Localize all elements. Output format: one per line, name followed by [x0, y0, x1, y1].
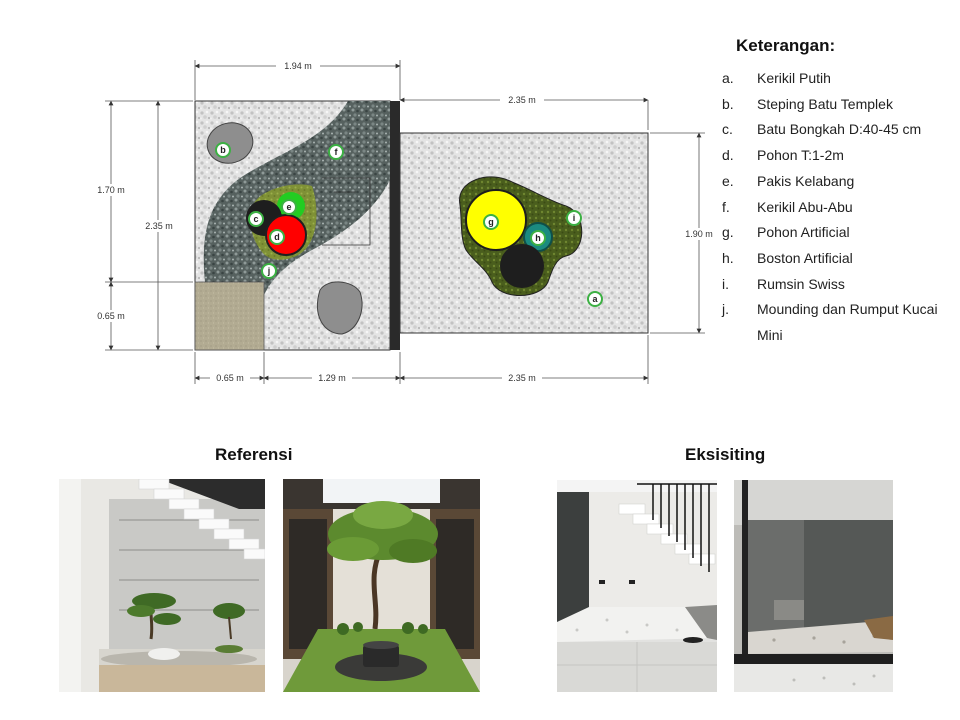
marker-i: i — [566, 210, 582, 226]
stepping-stone-lower — [316, 281, 363, 335]
svg-text:b: b — [220, 145, 226, 155]
legend-item: i.Rumsin Swiss — [722, 275, 845, 292]
legend-item: b.Steping Batu Templek — [722, 95, 893, 112]
marker-e: e — [281, 199, 297, 215]
right-garden — [399, 132, 649, 334]
dim-left-height-upper: 1.70 m — [97, 185, 125, 195]
boulder-right — [500, 244, 544, 288]
legend-panel: Keterangan: a.Kerikil Putih b.Steping Ba… — [722, 36, 952, 349]
legend-item: h.Boston Artificial — [722, 249, 853, 266]
reference-photo-courtyard — [283, 479, 480, 692]
dim-left-height-total: 2.35 m — [145, 221, 173, 231]
left-garden — [194, 100, 391, 351]
legend-item: f.Kerikil Abu-Abu — [722, 198, 853, 215]
existing-photo-glass-view — [734, 480, 893, 692]
legend-title: Keterangan: — [736, 36, 836, 55]
existing-photo-under-stairs — [557, 480, 717, 692]
dim-bottom-right: 2.35 m — [508, 373, 536, 383]
marker-a: a — [587, 291, 603, 307]
dim-bottom-mid: 1.29 m — [318, 373, 346, 383]
svg-text:a: a — [592, 294, 598, 304]
reference-heading: Referensi — [215, 445, 293, 464]
legend-item: c.Batu Bongkah D:40-45 cm — [722, 121, 922, 138]
plan-markers: a b c d e f g h i j — [215, 142, 603, 307]
svg-text:e: e — [286, 202, 291, 212]
existing-heading: Eksisiting — [685, 445, 766, 464]
svg-text:j: j — [267, 266, 271, 276]
svg-text:g: g — [488, 217, 494, 227]
svg-text:d: d — [274, 232, 280, 242]
marker-j: j — [261, 263, 277, 279]
dim-bottom-left: 0.65 m — [216, 373, 244, 383]
reference-photo-staircase-garden — [59, 479, 265, 692]
svg-text:i: i — [573, 213, 576, 223]
divider-wall — [390, 101, 400, 350]
tree-d — [265, 214, 307, 256]
marker-c: c — [248, 211, 264, 227]
dim-top-width: 1.94 m — [284, 61, 312, 71]
legend-item: d.Pohon T:1-2m — [722, 147, 844, 164]
dim-right-width-top: 2.35 m — [508, 95, 536, 105]
marker-g: g — [483, 214, 499, 230]
legend-item: a.Kerikil Putih — [722, 70, 831, 86]
marker-d: d — [269, 229, 285, 245]
marker-f: f — [328, 144, 344, 160]
concrete-slab — [194, 281, 265, 351]
marker-b: b — [215, 142, 231, 158]
legend-item: g.Pohon Artificial — [722, 224, 850, 241]
stepping-stone-path-lines — [322, 177, 371, 246]
dim-left-height-lower: 0.65 m — [97, 311, 125, 321]
svg-text:h: h — [535, 233, 541, 243]
legend-item: e.Pakis Kelabang — [722, 172, 855, 189]
legend-item: j.Mounding dan Rumput Kucai Mini — [722, 301, 938, 344]
marker-h: h — [530, 230, 546, 246]
dimension-labels: 1.94 m 2.35 m 1.70 m 2.35 m 0.65 m 1.90 … — [92, 60, 720, 384]
dim-right-height: 1.90 m — [685, 229, 713, 239]
svg-text:c: c — [253, 214, 258, 224]
svg-text:f: f — [335, 147, 339, 157]
site-plan-diagram: 1.94 m 2.35 m 1.70 m 2.35 m 0.65 m 1.90 … — [92, 60, 720, 384]
